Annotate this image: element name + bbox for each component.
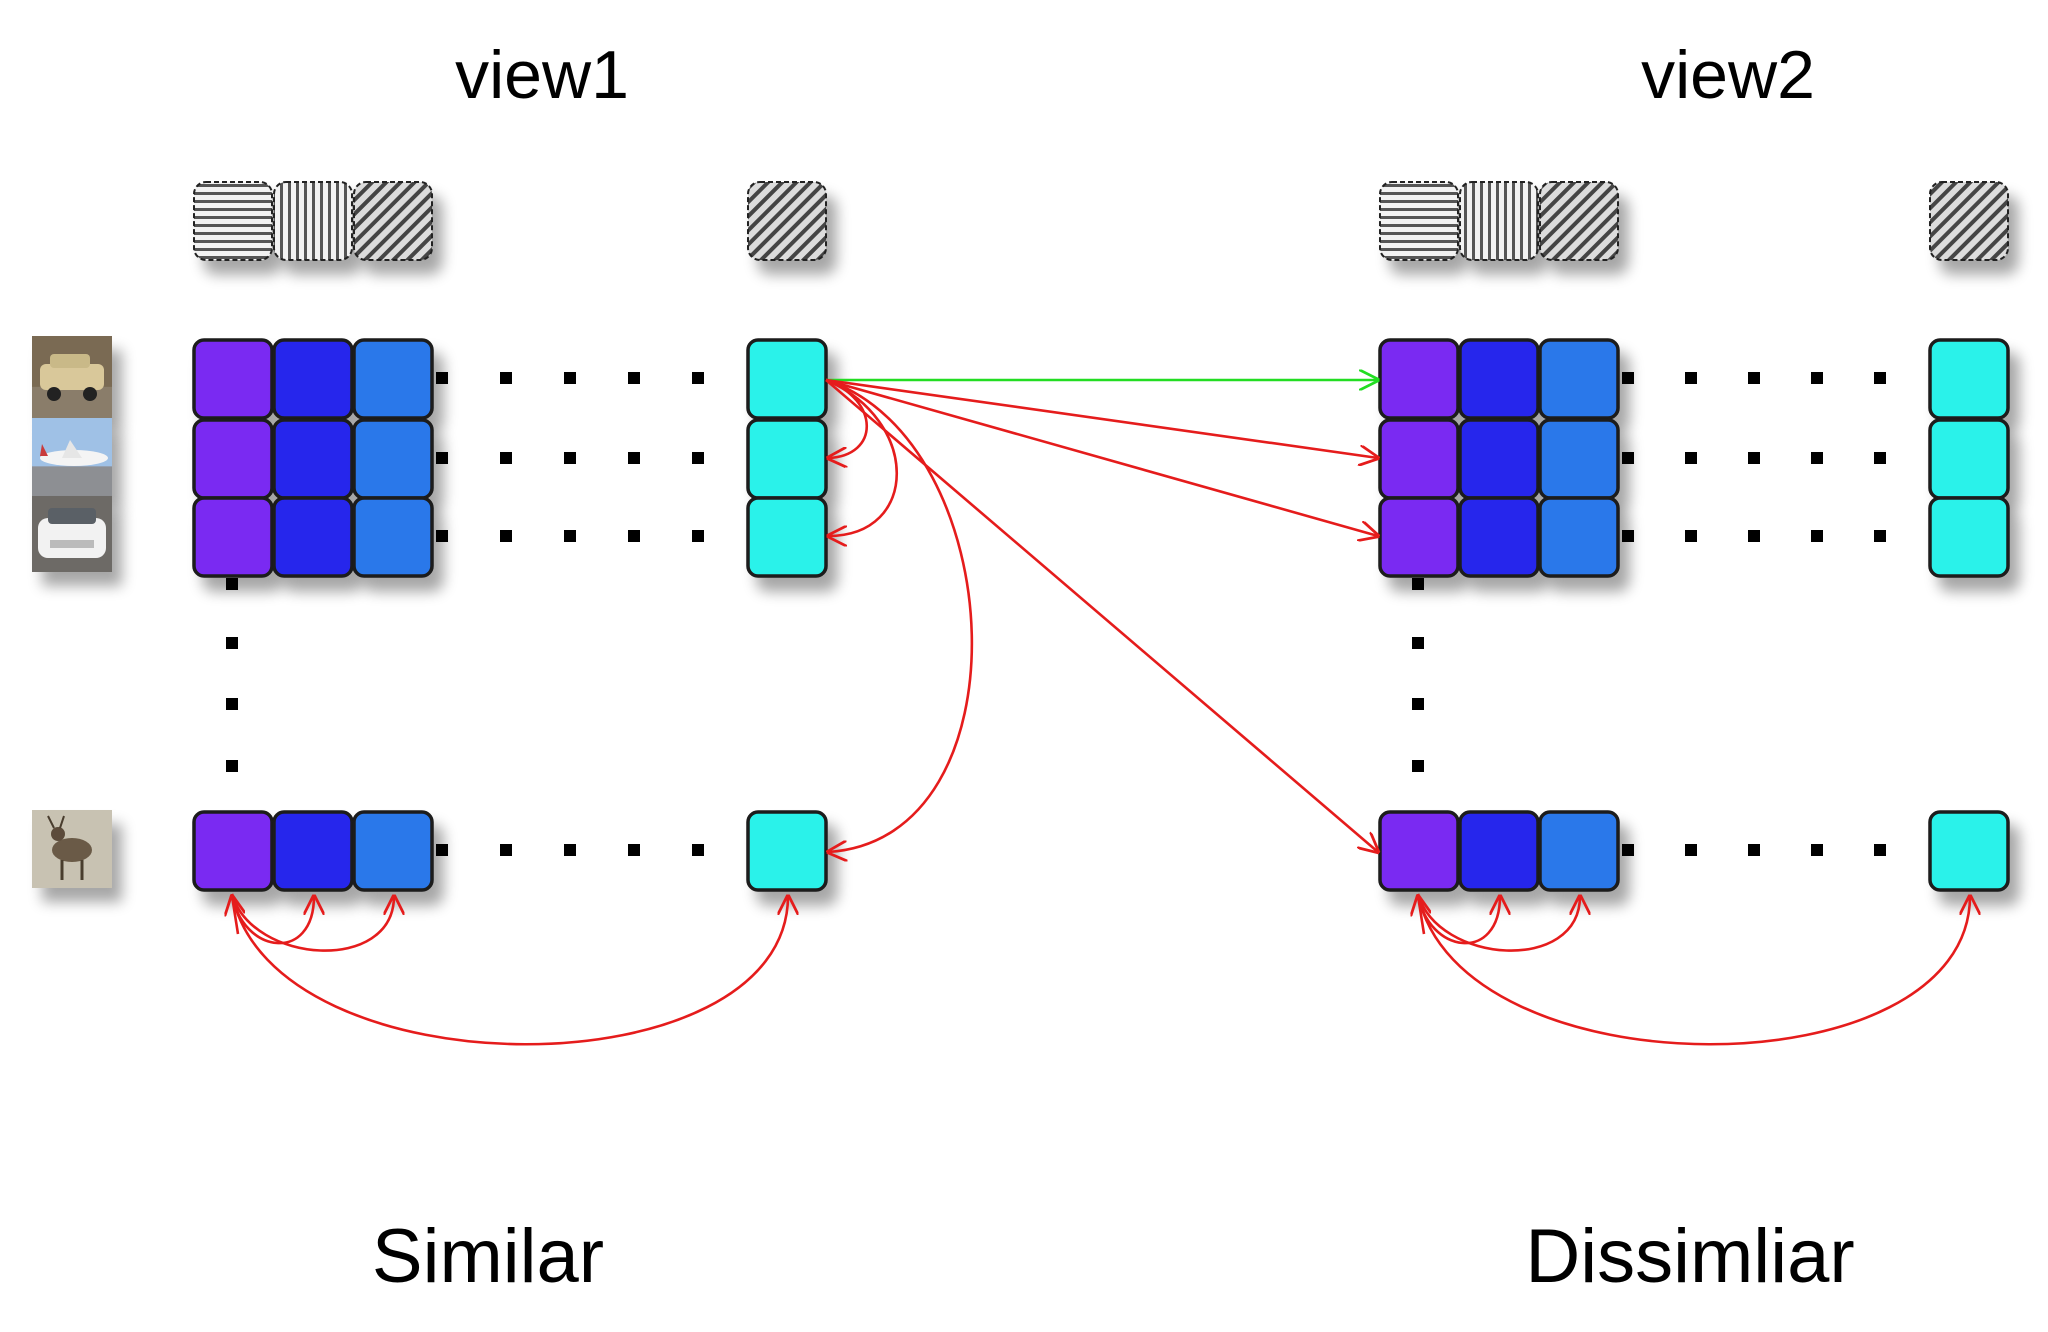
cell-v1-rlast-c3 — [352, 810, 434, 892]
cell-v2-r1-c3 — [1538, 338, 1620, 420]
cell-v2-r1-last — [1928, 338, 2010, 420]
cell-v1-r3-c3 — [352, 496, 434, 578]
cell-v1-r1-c1 — [192, 338, 274, 420]
horizontal-stripe-block-view2 — [1379, 181, 1459, 261]
cell-v1-r1-c2 — [272, 338, 354, 420]
loop-arrow-v2-self — [1418, 896, 1424, 935]
cell-v1-r3-last — [746, 496, 828, 578]
diagonal-stripe-block-view2 — [1539, 181, 1619, 261]
cell-v2-r3-c2 — [1458, 496, 1540, 578]
row-dots-view2-2 — [1622, 452, 1886, 464]
loop-arrow-v1-self — [232, 896, 238, 935]
cell-v2-rlast-last — [1928, 810, 2010, 892]
cell-v2-r3-last — [1928, 496, 2010, 578]
vintage-car-thumbnail — [32, 336, 112, 418]
row-dots-view1-3 — [436, 530, 704, 542]
deer-thumbnail — [32, 810, 112, 888]
row-dots-view2-1 — [1622, 372, 1886, 384]
dissimilar-label: Dissimliar — [1525, 1214, 1854, 1299]
negative-arrow-to-v2-last — [825, 379, 1378, 852]
feature-grids — [192, 338, 2010, 892]
loop-arrow-v1-c3 — [230, 893, 394, 952]
airplane-thumbnail — [32, 418, 112, 496]
row-dots-view1-1 — [436, 372, 704, 384]
cell-v1-r3-c1 — [192, 496, 274, 578]
cell-v2-r3-c1 — [1378, 496, 1460, 578]
cell-v1-r1-last — [746, 338, 828, 420]
row-dots-view2-3 — [1622, 530, 1886, 542]
cell-v2-rlast-c2 — [1458, 810, 1540, 892]
vertical-stripe-block-view1 — [273, 181, 353, 261]
cell-v1-r2-c3 — [352, 418, 434, 500]
cell-v1-r2-last — [746, 418, 828, 500]
cell-v2-r1-c1 — [1378, 338, 1460, 420]
row-dots-view2-last — [1622, 844, 1886, 856]
cell-v1-rlast-c1 — [192, 810, 274, 892]
cell-v1-rlast-c2 — [272, 810, 354, 892]
cell-v2-rlast-c3 — [1538, 810, 1620, 892]
cell-v2-r2-c2 — [1458, 418, 1540, 500]
last-pattern-block-view2 — [1929, 181, 2009, 261]
augmentation-pattern-headers — [193, 181, 2009, 261]
negative-arrow-to-v1-last — [825, 378, 974, 852]
horizontal-stripe-block-view1 — [193, 181, 273, 261]
cell-v1-r2-c2 — [272, 418, 354, 500]
ellipsis-dots — [226, 372, 1886, 856]
negative-arrow-to-v1-row3 — [825, 378, 899, 536]
loop-arrow-v1-last — [230, 893, 788, 1046]
negative-arrow-to-v2-row3 — [825, 378, 1378, 536]
loop-arrow-v2-c3 — [1416, 893, 1580, 952]
negative-arrow-to-v2-row2 — [825, 378, 1378, 458]
diagonal-stripe-block-view1 — [353, 181, 433, 261]
cell-v2-r1-c2 — [1458, 338, 1540, 420]
cell-v1-r2-c1 — [192, 418, 274, 500]
cell-v1-r1-c3 — [352, 338, 434, 420]
column-dots-view1 — [226, 578, 238, 772]
similar-label: Similar — [372, 1214, 604, 1299]
cell-v2-r2-c1 — [1378, 418, 1460, 500]
cell-v1-r3-c2 — [272, 496, 354, 578]
view1-title: view1 — [455, 37, 629, 113]
white-car-thumbnail — [32, 496, 112, 572]
row-dots-view1-2 — [436, 452, 704, 464]
relation-arrows — [230, 378, 1970, 1046]
sample-thumbnails — [32, 336, 112, 888]
loop-arrow-v2-last — [1416, 893, 1970, 1046]
vertical-stripe-block-view2 — [1459, 181, 1539, 261]
cell-v2-r2-c3 — [1538, 418, 1620, 500]
row-dots-view1-last — [436, 844, 704, 856]
column-dots-view2 — [1412, 578, 1424, 772]
cell-v2-r3-c3 — [1538, 496, 1620, 578]
last-pattern-block-view1 — [747, 181, 827, 261]
view2-title: view2 — [1641, 37, 1815, 113]
cell-v1-rlast-last — [746, 810, 828, 892]
cell-v2-r2-last — [1928, 418, 2010, 500]
cell-v2-rlast-c1 — [1378, 810, 1460, 892]
